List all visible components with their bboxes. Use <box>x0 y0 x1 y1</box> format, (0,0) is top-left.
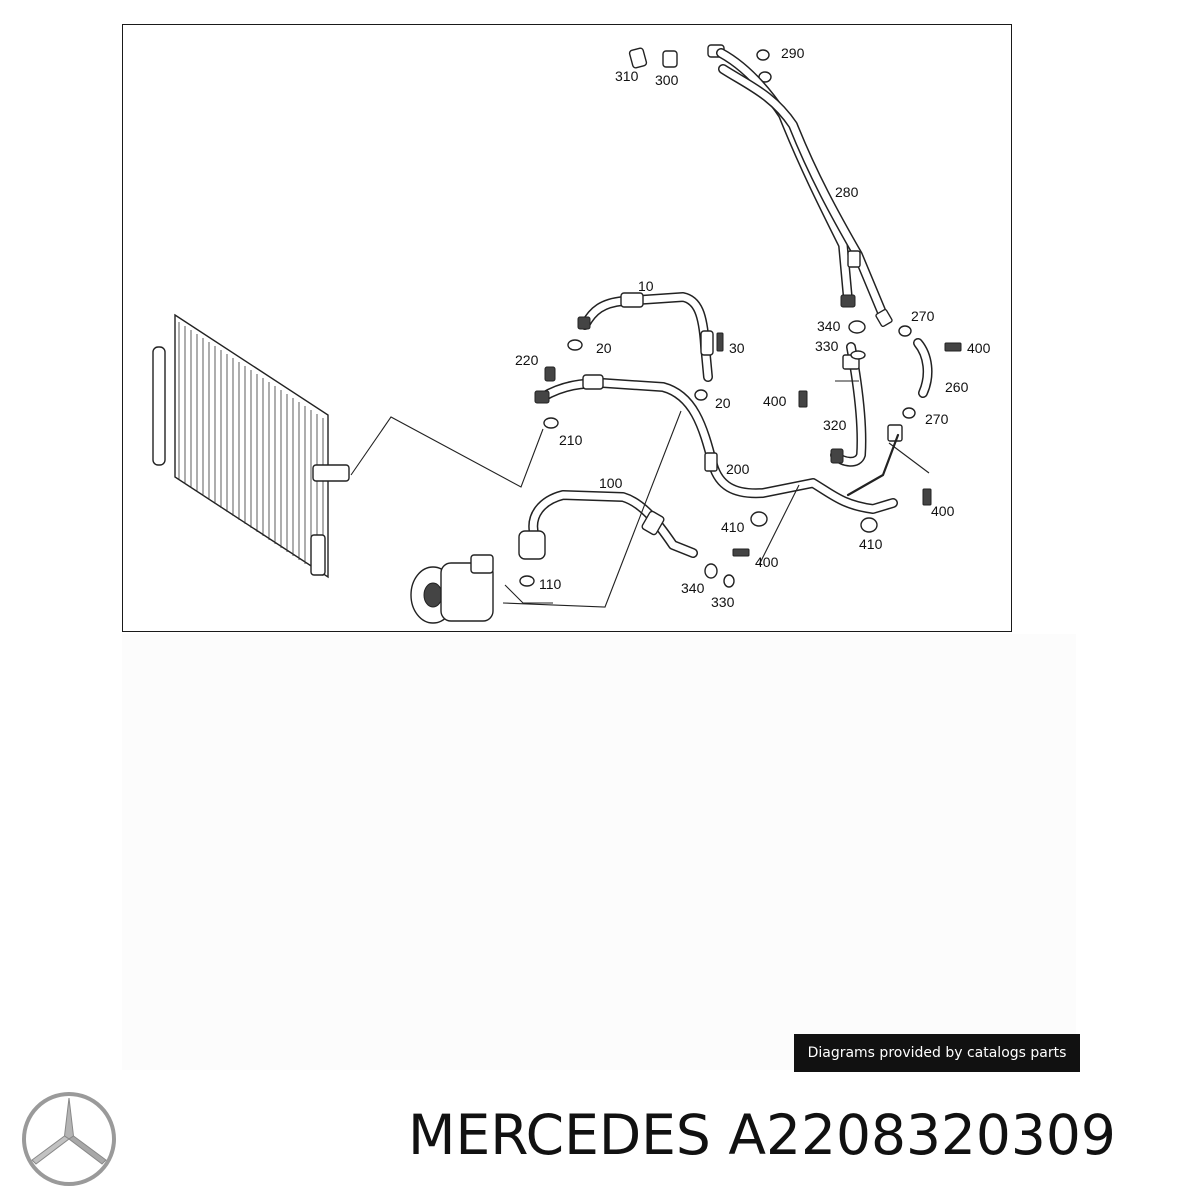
pipe-100 <box>518 490 698 560</box>
callout-280: 280 <box>835 184 859 200</box>
part-number: A2208320309 <box>728 1103 1116 1167</box>
callout-310: 310 <box>615 68 639 84</box>
small-parts <box>519 320 962 588</box>
callout-410-left: 410 <box>721 519 745 535</box>
callout-270-top: 270 <box>911 308 935 324</box>
leader-lines <box>350 380 930 608</box>
callout-200: 200 <box>726 461 750 477</box>
brand-name: MERCEDES <box>408 1103 711 1167</box>
callout-30: 30 <box>729 340 745 356</box>
ac-line-diagram: 290 310 300 280 10 20 30 220 20 210 340 … <box>152 44 991 624</box>
callout-400-right: 400 <box>967 340 991 356</box>
callout-100: 100 <box>599 475 623 491</box>
pipe-210-200 <box>534 374 898 514</box>
callout-290: 290 <box>781 45 805 61</box>
callout-320: 320 <box>823 417 847 433</box>
callout-410-right: 410 <box>859 536 883 552</box>
product-title: MERCEDES A2208320309 <box>408 1108 1116 1163</box>
pipe-320-260 <box>830 338 933 497</box>
compressor <box>410 554 494 624</box>
pipe-280 <box>716 48 893 328</box>
callout-20-mid: 20 <box>715 395 731 411</box>
empty-area <box>122 634 1076 1070</box>
callout-260: 260 <box>945 379 969 395</box>
callout-210: 210 <box>559 432 583 448</box>
callout-110: 110 <box>539 576 562 592</box>
callout-340-bottom: 340 <box>681 580 705 596</box>
callout-400-mid: 400 <box>763 393 787 409</box>
callout-10: 10 <box>638 278 654 294</box>
callout-220: 220 <box>515 352 539 368</box>
catalog-credit-badge: Diagrams provided by catalogs parts <box>794 1034 1080 1072</box>
parts-diagram: 290 310 300 280 10 20 30 220 20 210 340 … <box>122 24 1012 632</box>
callout-400-lower-right: 400 <box>931 503 955 519</box>
callout-330-top: 330 <box>815 338 839 354</box>
callout-20-top: 20 <box>596 340 612 356</box>
callout-300: 300 <box>655 72 679 88</box>
callout-400-lower: 400 <box>755 554 779 570</box>
condenser <box>152 313 350 579</box>
callout-270-bottom: 270 <box>925 411 949 427</box>
callout-330-bottom: 330 <box>711 594 735 610</box>
mercedes-star-logo-icon <box>22 1092 116 1186</box>
callout-340-top: 340 <box>817 318 841 334</box>
pipe-10 <box>577 292 714 382</box>
